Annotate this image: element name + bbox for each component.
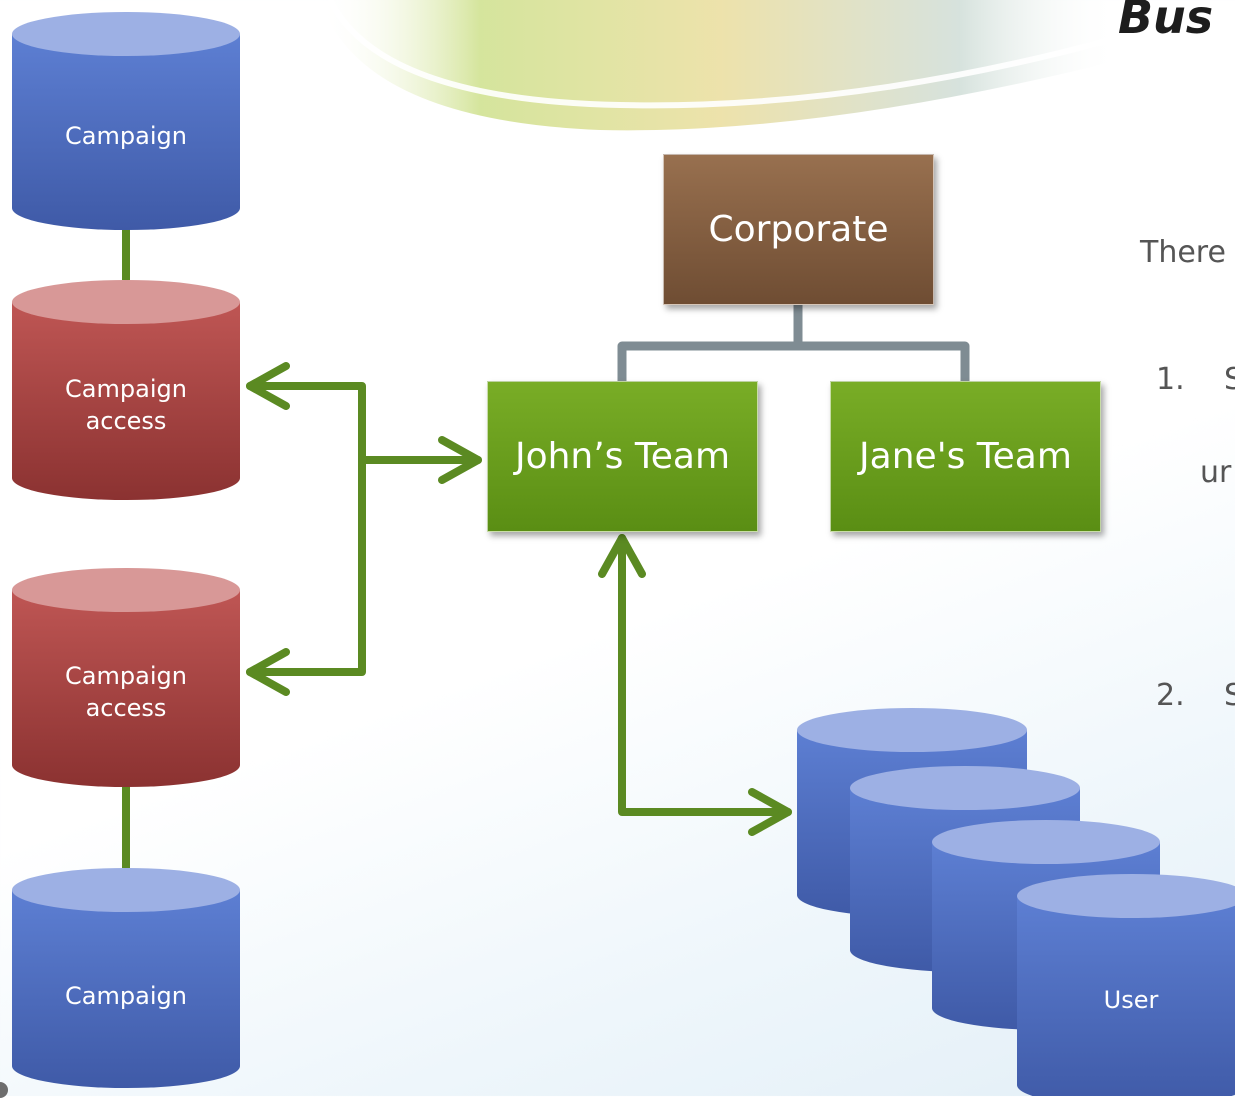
janes-team-box: Jane's Team xyxy=(830,381,1101,532)
johns-team-box: John’s Team xyxy=(487,381,758,532)
campaign-cylinder-top xyxy=(12,12,240,230)
corporate-label: Corporate xyxy=(708,209,889,250)
team-user-arrow xyxy=(598,534,792,836)
access-arrows xyxy=(246,362,482,696)
item-2-text: S xyxy=(1224,678,1235,713)
campaign-access-cylinder-2 xyxy=(12,568,240,787)
campaign-access-cylinder-1 xyxy=(12,280,240,500)
item-1-number: 1. xyxy=(1156,362,1185,397)
slide-title: Bus xyxy=(1118,0,1214,44)
campaign-access-1-label: Campaign access xyxy=(65,375,187,435)
user-label: User xyxy=(1103,986,1159,1014)
campaign-bottom-label: Campaign xyxy=(65,982,187,1010)
header-swoosh xyxy=(320,0,1120,131)
intro-text: There xyxy=(1140,235,1226,270)
slide-bullet-dot xyxy=(0,1082,8,1098)
item-1-continuation: ur xyxy=(1200,455,1232,490)
johns-team-label: John’s Team xyxy=(514,436,731,477)
user-cylinder-4 xyxy=(1017,874,1235,1096)
item-2-number: 2. xyxy=(1156,678,1185,713)
campaign-top-label: Campaign xyxy=(65,122,187,150)
org-connector xyxy=(617,305,970,382)
campaign-access-2-label: Campaign access xyxy=(65,662,187,722)
item-1-text: S xyxy=(1224,362,1235,397)
janes-team-label: Jane's Team xyxy=(859,436,1072,477)
corporate-box: Corporate xyxy=(663,154,934,305)
campaign-cylinder-bottom xyxy=(12,868,240,1088)
